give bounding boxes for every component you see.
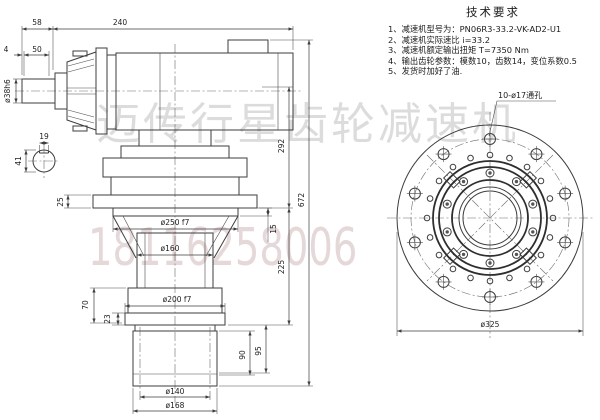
- tech-requirement-item: 5、发货时加好了油.: [388, 66, 463, 77]
- tech-requirement-item: 2、减速机实际速比 i=33.2: [388, 34, 491, 45]
- tech-requirements: 技术要求 1、减速机型号为：PN06R3-33.2-VK-AD2-U1 2、减速…: [388, 4, 598, 77]
- small-holes-ring: [423, 151, 557, 285]
- dim-label-95: 95: [254, 346, 263, 356]
- dim-label-25: 25: [56, 197, 65, 207]
- dim-label-58: 58: [32, 18, 42, 27]
- dim-label-key-width: 19: [39, 132, 49, 141]
- tech-requirement-item: 1、减速机型号为：PN06R3-33.2-VK-AD2-U1: [388, 24, 562, 34]
- dim-label-225: 225: [277, 260, 286, 275]
- key-section-detail: [28, 144, 60, 178]
- dim-label-key-height: 41: [14, 156, 23, 166]
- bolt-holes-ring: [406, 131, 574, 305]
- dim-label-90: 90: [238, 350, 247, 360]
- side-view-dimensions: 58 240 4 50 ø38h6 19 41: [3, 18, 313, 414]
- dim-label-flange-pilot: ø250 f7: [161, 218, 190, 227]
- tech-requirement-item: 3、减速机额定输出扭矩 T=7350 Nm: [388, 45, 529, 56]
- side-view: [15, 39, 303, 403]
- screw-ring: [442, 168, 538, 268]
- dim-label-240: 240: [113, 18, 128, 27]
- dim-label-4: 4: [4, 45, 9, 54]
- tech-requirements-title: 技术要求: [466, 5, 520, 19]
- front-view-holes-note: 10-ø17通孔: [498, 90, 542, 100]
- tech-requirement-item: 4、输出齿轮参数：模数10，齿数14，变位系数0.5: [388, 55, 577, 66]
- dim-label-292: 292: [277, 139, 286, 154]
- clamp-notches: [442, 170, 538, 266]
- dim-label-70: 70: [81, 300, 90, 310]
- dim-label-23: 23: [103, 314, 112, 324]
- dim-label-output-pilot: ø200 f7: [163, 295, 192, 304]
- dim-label-140: ø140: [166, 387, 185, 396]
- dim-label-168: ø168: [166, 401, 185, 410]
- dim-label-shaft-diameter: ø38h6: [3, 79, 12, 103]
- dim-label-325: ø325: [481, 320, 500, 329]
- dim-label-15: 15: [269, 224, 278, 234]
- dim-label-672: 672: [297, 193, 306, 208]
- dim-label-50: 50: [32, 45, 42, 54]
- front-view: 10-ø17通孔 ø325: [387, 90, 594, 338]
- dim-label-body-diameter: ø160: [161, 244, 180, 253]
